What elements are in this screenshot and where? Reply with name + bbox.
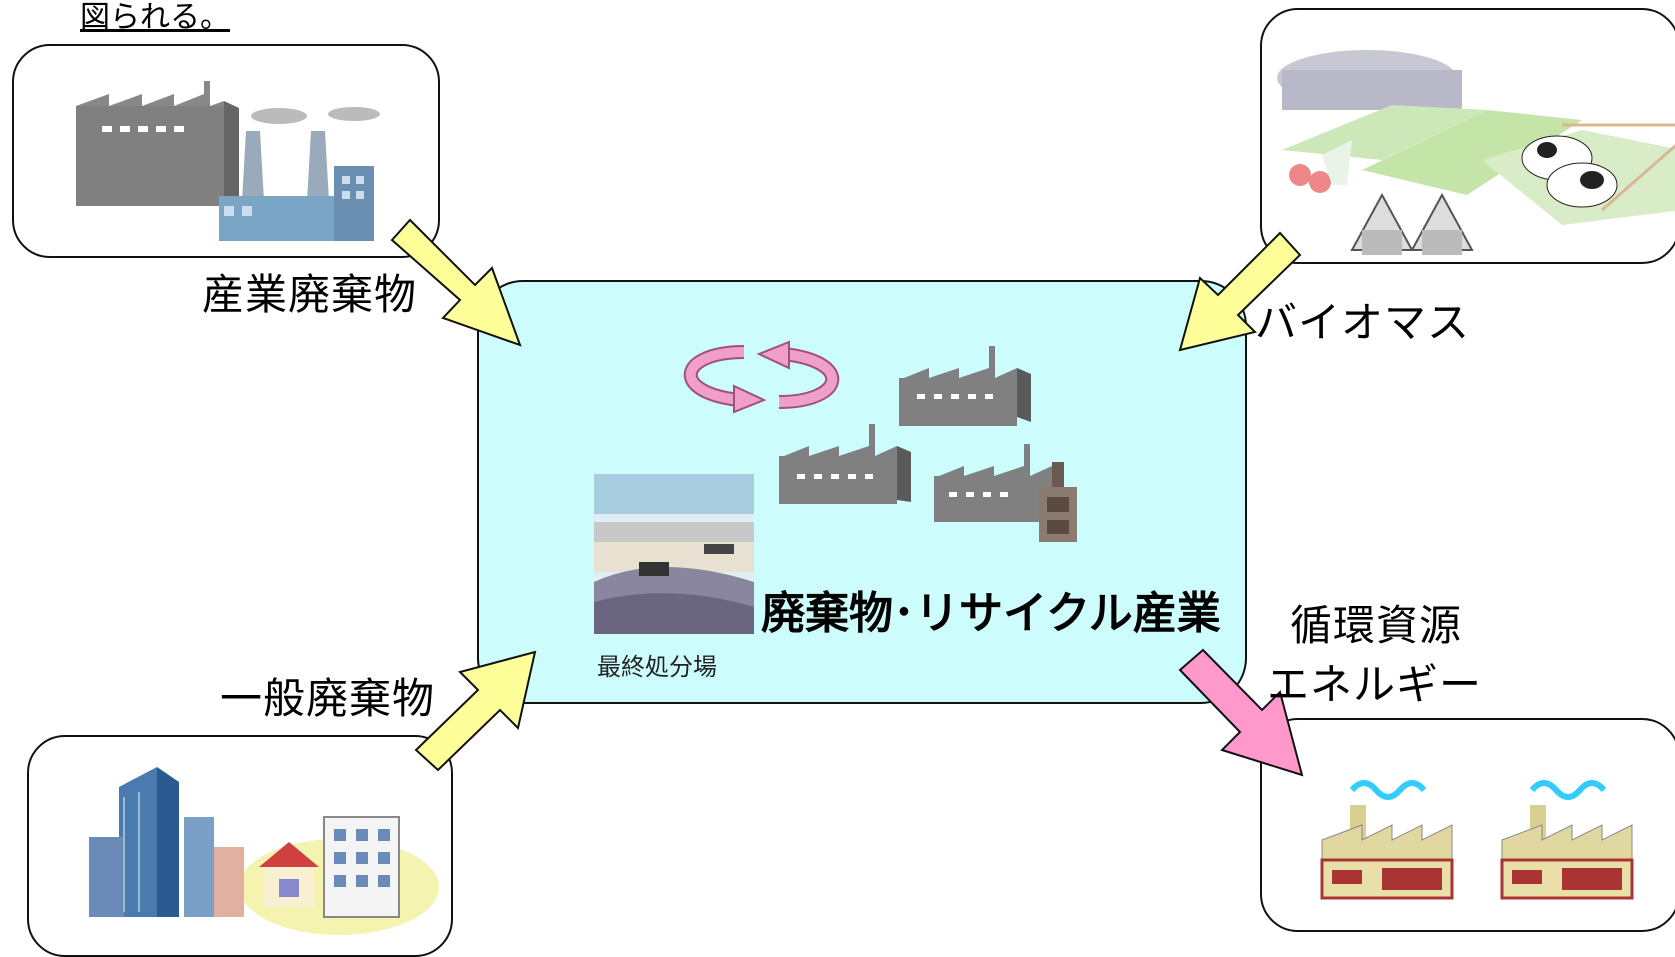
recycling-industry-illustration <box>594 340 1077 634</box>
output-factories-icon <box>1320 780 1634 900</box>
waste-recycling-industry-box: 廃棄物･リサイクル産業 最終処分場 <box>477 280 1247 704</box>
output-arrow <box>1178 648 1304 777</box>
factory-icon <box>899 346 1031 426</box>
incinerator-icon <box>1039 462 1077 542</box>
recycle-arrows-icon <box>683 340 840 414</box>
industrial-waste-label: 産業廃棄物 <box>202 270 418 319</box>
output-label-line2: エネルギー <box>1267 660 1483 709</box>
output-destination-box <box>1260 718 1675 932</box>
factory-icon <box>934 444 1052 522</box>
general-waste-input-arrow <box>414 650 537 772</box>
industrial-source-box <box>12 44 440 258</box>
factory-icon <box>779 424 911 504</box>
industrial-input-arrow <box>390 218 522 347</box>
biomass-label: バイオマス <box>1255 298 1471 347</box>
general-waste-label: 一般廃棄物 <box>220 674 436 723</box>
biomass-input-arrow <box>1178 231 1302 352</box>
landfill-caption: 最終処分場 <box>597 653 717 681</box>
city-buildings-icon <box>89 767 439 935</box>
top-note: 図られる。 <box>80 0 230 35</box>
industrial-factory-icon <box>76 81 380 241</box>
output-label-line1: 循環資源 <box>1290 601 1463 650</box>
biomass-source-box <box>1260 8 1675 264</box>
general-waste-source-box <box>27 735 453 957</box>
biomass-farm-icon <box>1277 50 1675 255</box>
landfill-image <box>594 474 754 634</box>
center-title: 廃棄物･リサイクル産業 <box>761 588 1221 639</box>
